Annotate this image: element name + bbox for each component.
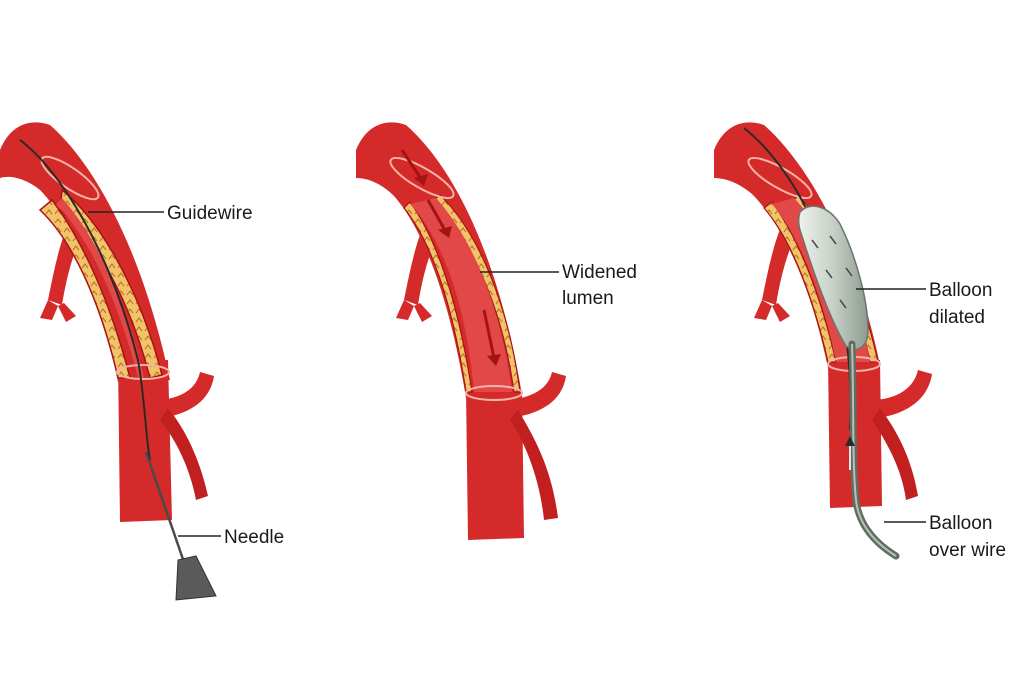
flow-arrow — [426, 199, 448, 233]
label-widened-lumen-line1: Widened — [562, 262, 637, 283]
widened-lumen — [410, 198, 512, 392]
side-branch-right — [876, 370, 932, 418]
panel-widened-lumen — [356, 122, 566, 540]
guidewire — [19, 139, 151, 461]
flow-arrow — [400, 149, 424, 181]
flow-arrow — [482, 309, 496, 359]
leader-lines — [88, 211, 926, 537]
side-branch-right — [160, 372, 214, 418]
label-balloon-dilated-line2: dilated — [929, 307, 985, 328]
panel-guidewire — [0, 122, 217, 601]
needle-hub — [175, 555, 217, 601]
label-widened-lumen-line2: lumen — [562, 288, 614, 309]
vessel-trunk — [466, 390, 524, 540]
label-balloon-dilated-line1: Balloon — [929, 280, 992, 301]
labels: Guidewire Needle Widened lumen Balloon d… — [167, 203, 1006, 561]
label-balloon-over-wire-line1: Balloon — [929, 513, 992, 534]
label-guidewire: Guidewire — [167, 203, 253, 224]
label-balloon-over-wire-line2: over wire — [929, 540, 1006, 561]
balloon — [797, 205, 869, 351]
label-needle: Needle — [224, 527, 284, 548]
needle — [144, 451, 188, 569]
panel-balloon — [714, 122, 932, 560]
side-branch-right — [508, 372, 566, 418]
vessel-trunk — [118, 360, 172, 522]
